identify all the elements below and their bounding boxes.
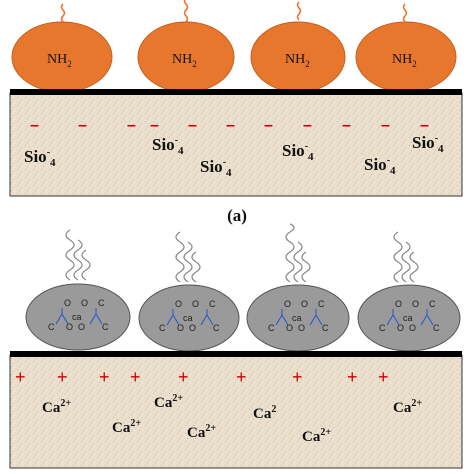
charge-minus: – (150, 117, 159, 134)
calcium-ion-label: Ca2+ (112, 418, 141, 436)
charge-minus: – (303, 117, 312, 134)
atom-c: C (213, 323, 220, 333)
silicate-ion-label: Sio-4 (282, 141, 314, 163)
tether-3 (296, 1, 302, 21)
charge-plus: + (130, 367, 141, 387)
complex-structure-1: O O C ca C O O C (48, 298, 109, 332)
calcium-ion-label: Ca2+ (42, 398, 71, 416)
atom-c: C (318, 299, 325, 309)
calcium-ion-label: Ca2+ (302, 427, 331, 445)
atom-c: C (268, 323, 275, 333)
calcium-ion-label: Ca2+ (393, 398, 422, 416)
atom-o: O (66, 322, 73, 332)
atom-o: O (395, 299, 402, 309)
atom-c: C (98, 298, 105, 308)
charge-plus: + (178, 367, 189, 387)
atom-ca: ca (292, 313, 302, 323)
charge-plus: + (292, 367, 303, 387)
atom-c: C (429, 299, 436, 309)
panel-a: NH2 NH2 NH2 NH2 – – – – – – – – – – – Si… (9, 0, 463, 197)
positive-charges: + + + + + + + + + (15, 367, 389, 387)
atom-o: O (284, 299, 291, 309)
panel-caption-a: (a) (227, 206, 247, 225)
atom-o: O (298, 323, 305, 333)
surface-line-a (10, 89, 462, 95)
atom-o: O (409, 323, 416, 333)
atom-o: O (301, 299, 308, 309)
silicate-ion-label: Sio-4 (200, 157, 232, 179)
surface-line-b (10, 351, 462, 357)
charge-minus: – (264, 117, 273, 134)
charge-plus: + (57, 367, 68, 387)
charge-plus: + (378, 367, 389, 387)
atom-o: O (189, 323, 196, 333)
atom-c: C (102, 322, 109, 332)
calcium-ion-label: Ca2 (253, 404, 276, 422)
atom-o: O (286, 323, 293, 333)
tethers-a (60, 0, 408, 29)
atom-c: C (48, 322, 55, 332)
atom-o: O (64, 298, 71, 308)
charge-minus: – (30, 117, 39, 134)
negative-charges: – – – – – – – – – – – (30, 117, 429, 134)
atom-ca: ca (403, 313, 413, 323)
silicate-ion-label: Sio-4 (152, 135, 184, 157)
tether-1 (60, 3, 66, 23)
charge-minus: – (226, 117, 235, 134)
silicate-ion-label: Sio-4 (24, 147, 56, 169)
atom-c: C (379, 323, 386, 333)
atom-c: C (209, 299, 216, 309)
atom-o: O (397, 323, 404, 333)
atom-o: O (81, 298, 88, 308)
complex-particles (25, 283, 461, 352)
nh2-label-3: NH2 (285, 52, 310, 69)
atom-ca: ca (72, 312, 82, 322)
calcium-ion-label: Ca2+ (187, 423, 216, 441)
atom-o: O (192, 299, 199, 309)
panel-b: O O C ca C O O C O O C ca C O O C (9, 223, 463, 469)
silicate-ion-label: Sio-4 (412, 133, 444, 155)
charge-plus: + (236, 367, 247, 387)
nh2-label-4: NH2 (392, 52, 417, 69)
charge-minus: – (127, 117, 136, 134)
atom-o: O (412, 299, 419, 309)
atom-c: C (322, 323, 329, 333)
atom-c: C (159, 323, 166, 333)
atom-o: O (175, 299, 182, 309)
complex-structure-3: O O C ca C O O C (268, 299, 329, 333)
charge-minus: – (381, 117, 390, 134)
silicate-ion-label: Sio-4 (364, 155, 396, 177)
atom-o: O (177, 323, 184, 333)
atom-o: O (78, 322, 85, 332)
charge-minus: – (342, 117, 351, 134)
substrate-b (9, 354, 463, 469)
chains-b (65, 223, 419, 283)
nh2-label-2: NH2 (172, 52, 197, 69)
calcium-ion-label: Ca2+ (154, 393, 183, 411)
charge-plus: + (99, 367, 110, 387)
complex-structure-2: O O C ca C O O C (159, 299, 220, 333)
charge-minus: – (188, 117, 197, 134)
charge-minus: – (78, 117, 87, 134)
complex-particle-1 (25, 283, 131, 351)
complex-structure-4: O O C ca C O O C (379, 299, 440, 333)
charge-plus: + (347, 367, 358, 387)
substrate-a (9, 92, 463, 197)
nh2-label-1: NH2 (47, 52, 72, 69)
atom-c: C (433, 323, 440, 333)
nh2-particles (11, 21, 457, 93)
charge-minus: – (420, 117, 429, 134)
tether-4 (402, 3, 408, 23)
atom-ca: ca (183, 313, 193, 323)
charge-plus: + (15, 367, 26, 387)
